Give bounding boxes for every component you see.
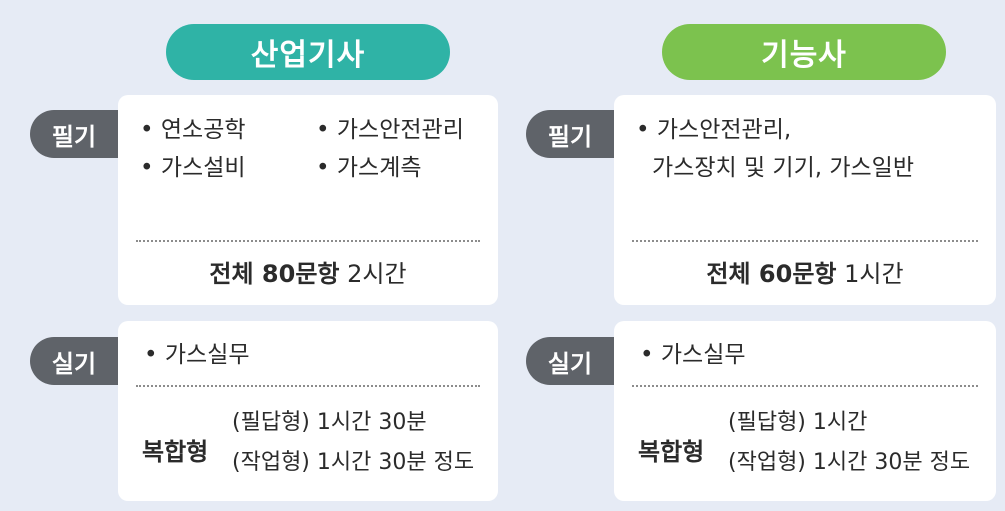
dotted-divider <box>632 385 978 387</box>
question-count: 전체 60문항 <box>706 260 837 288</box>
written-total: 전체 60문항 1시간 <box>614 254 996 289</box>
combo-label: 복합형 <box>638 437 705 466</box>
written-tag: 필기 <box>526 110 614 158</box>
practical-subject: 가스실무 <box>640 335 746 369</box>
combo-durations: (필답형) 1시간 (작업형) 1시간 30분 정도 <box>728 403 970 483</box>
dotted-divider <box>136 385 480 387</box>
question-count: 전체 80문항 <box>209 260 340 288</box>
combo-label: 복합형 <box>142 437 209 466</box>
essay-duration: (필답형) 1시간 30분 <box>232 410 427 435</box>
practical-tag: 실기 <box>526 337 614 385</box>
written-tag: 필기 <box>30 110 118 158</box>
subject-item: 가스설비 <box>140 149 316 187</box>
written-exam-card: 가스안전관리, 가스장치 및 기기, 가스일반 전체 60문항 1시간 <box>614 95 996 305</box>
industrial-engineer-column: 산업기사 연소공학 가스안전관리 가스설비 가스계측 전체 80문항 2시간 필… <box>0 0 500 511</box>
dotted-divider <box>632 240 978 242</box>
craftsman-column: 기능사 가스안전관리, 가스장치 및 기기, 가스일반 전체 60문항 1시간 … <box>500 0 1000 511</box>
task-duration: (작업형) 1시간 30분 정도 <box>728 450 971 475</box>
written-exam-card: 연소공학 가스안전관리 가스설비 가스계측 전체 80문항 2시간 <box>118 95 498 305</box>
task-duration: (작업형) 1시간 30분 정도 <box>232 450 475 475</box>
exam-time: 1시간 <box>844 260 904 288</box>
subject-line: 가스장치 및 기기, 가스일반 <box>652 155 915 181</box>
industrial-engineer-title: 산업기사 <box>166 24 450 80</box>
subject-line: 가스안전관리, <box>636 111 914 149</box>
dotted-divider <box>136 240 480 242</box>
practical-exam-card: 가스실무 복합형 (필답형) 1시간 30분 (작업형) 1시간 30분 정도 <box>118 321 498 501</box>
subject-item: 가스계측 <box>316 149 500 187</box>
subject-item: 연소공학 <box>140 111 316 149</box>
written-total: 전체 80문항 2시간 <box>118 254 498 289</box>
essay-duration: (필답형) 1시간 <box>728 410 868 435</box>
combo-durations: (필답형) 1시간 30분 (작업형) 1시간 30분 정도 <box>232 403 474 483</box>
practical-tag: 실기 <box>30 337 118 385</box>
subject-item: 가스안전관리 <box>316 111 500 149</box>
written-subjects-list: 가스안전관리, 가스장치 및 기기, 가스일반 <box>636 111 914 187</box>
exam-time: 2시간 <box>347 260 407 288</box>
written-subjects-list: 연소공학 가스안전관리 가스설비 가스계측 <box>140 111 500 187</box>
craftsman-title: 기능사 <box>662 24 946 80</box>
practical-exam-card: 가스실무 복합형 (필답형) 1시간 (작업형) 1시간 30분 정도 <box>614 321 996 501</box>
practical-subject: 가스실무 <box>144 335 250 369</box>
